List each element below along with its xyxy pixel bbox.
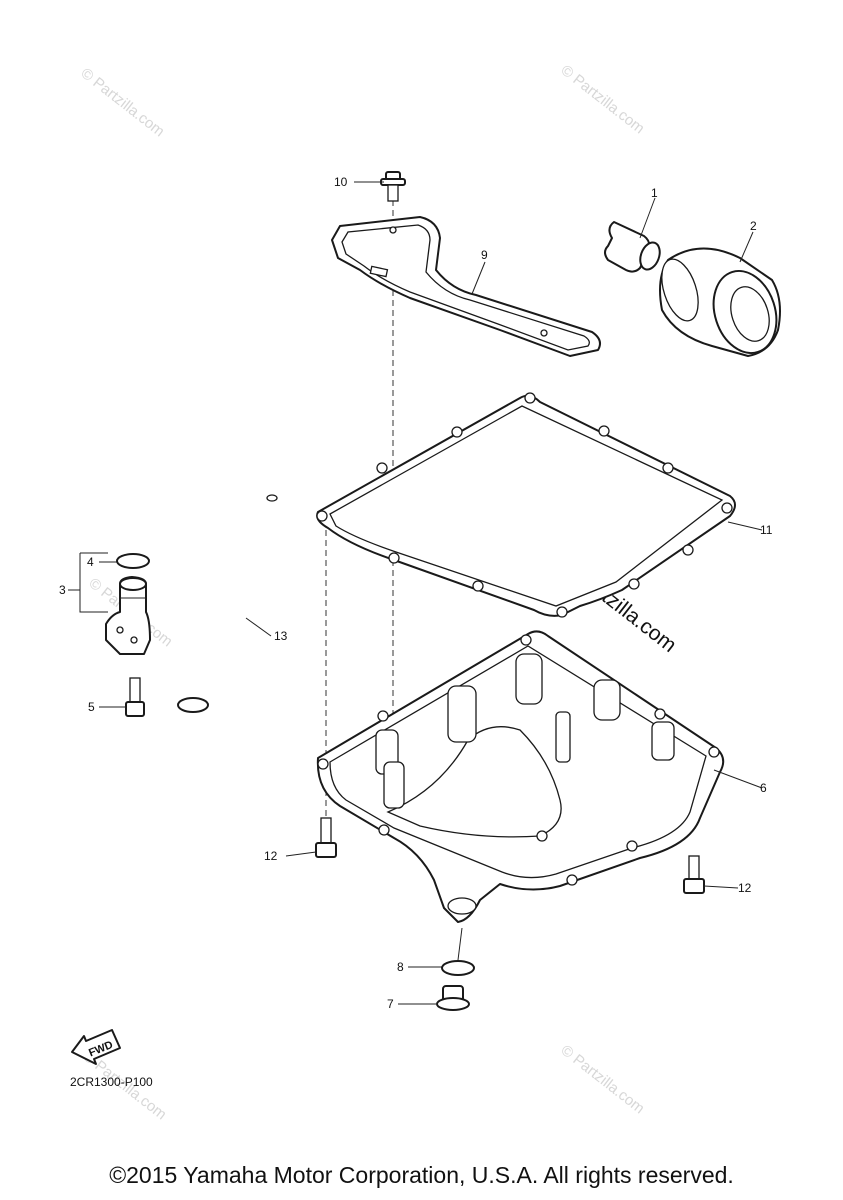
callout-10: 10 bbox=[334, 175, 348, 189]
leader-lines bbox=[68, 181, 763, 1005]
callout-8: 8 bbox=[397, 960, 404, 974]
part-12-bolt-left bbox=[315, 817, 337, 858]
part-5-bolt bbox=[125, 677, 145, 717]
callout-labels: 10 1 2 9 11 4 3 13 5 6 12 12 8 7 bbox=[59, 175, 773, 1011]
gasket-bolt-holes bbox=[316, 392, 733, 618]
callout-12-right: 12 bbox=[738, 881, 752, 895]
callout-3: 3 bbox=[59, 583, 66, 597]
copyright-notice: ©2015 Yamaha Motor Corporation, U.S.A. A… bbox=[109, 1162, 734, 1188]
callout-7: 7 bbox=[387, 997, 394, 1011]
part-1-union-bolt bbox=[604, 221, 661, 273]
part-4-o-ring bbox=[116, 553, 150, 569]
callout-13: 13 bbox=[274, 629, 288, 643]
oil-pan-bolt-holes bbox=[317, 634, 720, 886]
part-13-oil-pipe bbox=[177, 494, 278, 745]
callout-9: 9 bbox=[481, 248, 488, 262]
part-7-drain-bolt bbox=[436, 985, 470, 1011]
oil-pan-bosses bbox=[375, 653, 675, 809]
fwd-arrow-icon: FWD bbox=[71, 1029, 121, 1065]
watermark-top-right: © Partzilla.com bbox=[558, 62, 648, 138]
part-6-oil-pan bbox=[316, 630, 725, 923]
callout-5: 5 bbox=[88, 700, 95, 714]
part-2-oil-filter bbox=[659, 247, 781, 357]
callout-1: 1 bbox=[651, 186, 658, 200]
part-8-washer bbox=[441, 960, 475, 976]
part-9-baffle-plate bbox=[331, 216, 601, 357]
watermark-top-left: © Partzilla.com bbox=[78, 65, 168, 141]
part-3-assembly bbox=[105, 576, 151, 655]
part-11-gasket bbox=[316, 392, 736, 618]
part-10-bolt bbox=[380, 171, 406, 202]
watermark-bottom-right: © Partzilla.com bbox=[558, 1042, 648, 1118]
callout-4: 4 bbox=[87, 555, 94, 569]
diagram-code: 2CR1300-P100 bbox=[70, 1075, 153, 1089]
callout-12-left: 12 bbox=[264, 849, 278, 863]
part-12-bolt-right bbox=[683, 855, 705, 894]
callout-2: 2 bbox=[750, 219, 757, 233]
callout-6: 6 bbox=[760, 781, 767, 795]
oil-pan-parts-diagram: © Partzilla.com © Partzilla.com © Partzi… bbox=[59, 62, 781, 1123]
callout-11: 11 bbox=[760, 523, 773, 537]
